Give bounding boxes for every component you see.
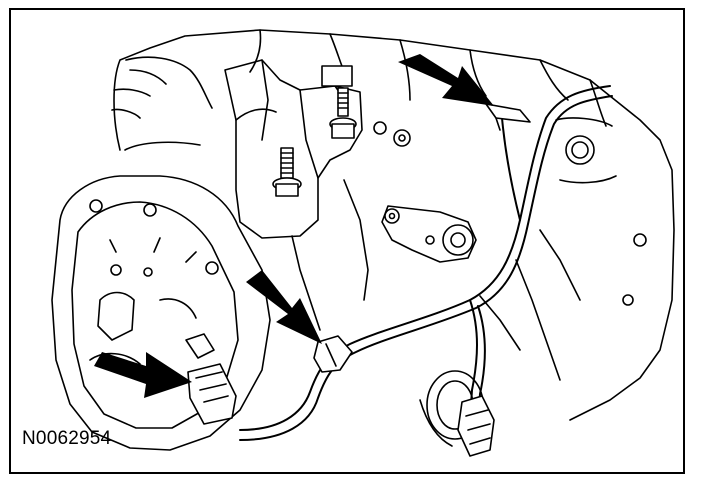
mount-bracket [224,59,363,239]
figure-id-label: N0062954 [22,428,112,449]
callout-arrows [94,54,494,398]
arrow-middle [246,270,322,344]
harness-connector-lower-right [457,395,495,457]
transmission-case [111,29,675,421]
case-ribs [291,179,581,381]
bolt-upper [393,129,411,147]
harness-connector-middle [313,335,353,373]
harness-bracket-middle [381,205,477,263]
case-boss-right [555,117,647,306]
stud-left [272,147,302,197]
stud-right [321,65,357,139]
sensor-connector [185,333,237,425]
converter-housing [51,175,271,451]
arrow-upper-right [398,54,494,106]
wiring-harness [239,85,613,441]
bolt-top-center [373,121,387,135]
arrow-lower-left [94,352,192,398]
harness-clip-upper [485,103,531,131]
